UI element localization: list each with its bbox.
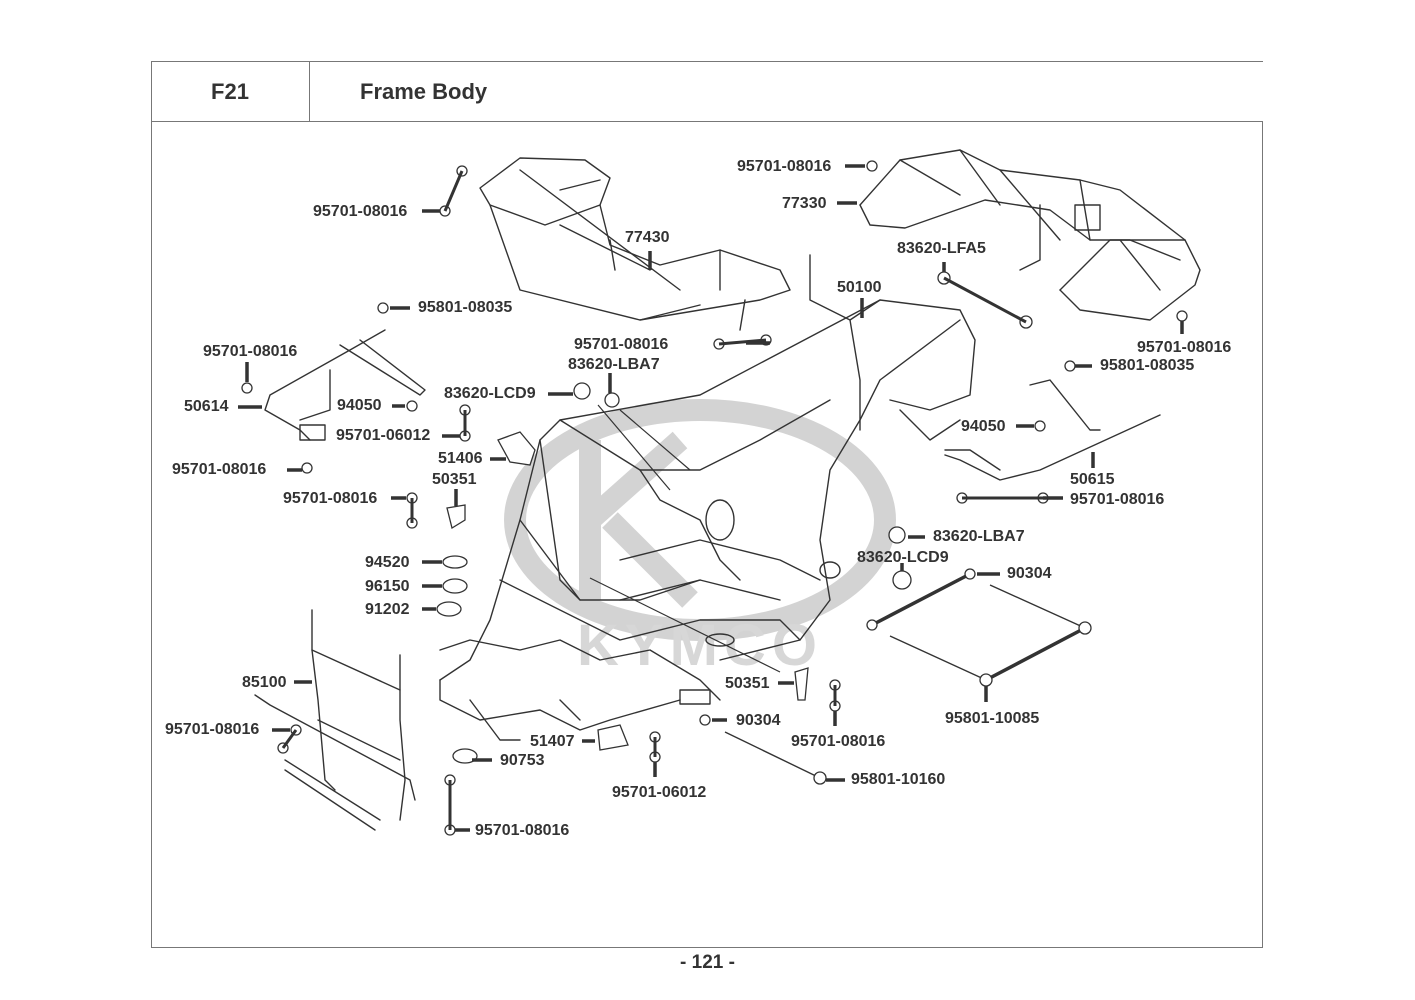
- callout-95701-08016[interactable]: 95701-08016: [283, 490, 378, 507]
- callout-83620-LCD9[interactable]: 83620-LCD9: [857, 549, 949, 566]
- header-table: [151, 61, 1263, 122]
- bracket-50351-right: [794, 667, 809, 701]
- bolt-95701-08016-bottom: [444, 774, 456, 836]
- callout-94050[interactable]: 94050: [961, 418, 1006, 435]
- grommet-94050-right: [1034, 420, 1046, 432]
- callout-83620-LCD9[interactable]: 83620-LCD9: [444, 385, 536, 402]
- circlip-94520: [442, 555, 468, 569]
- right-footrest-50615: [944, 379, 1161, 481]
- bolt-95701-06012-lower: [649, 731, 661, 763]
- grommet-94050-left: [406, 400, 418, 412]
- diagram-frame: [151, 121, 1263, 948]
- bolt-95701-08016-mid-left: [406, 492, 418, 529]
- section-code: F21: [151, 61, 310, 122]
- callout-95701-08016[interactable]: 95701-08016: [791, 733, 886, 750]
- bolt-95801-08035-right: [1064, 360, 1076, 372]
- nut-90304-lower: [699, 714, 711, 726]
- callout-90753[interactable]: 90753: [500, 752, 545, 769]
- callout-83620-LBA7[interactable]: 83620-LBA7: [933, 528, 1025, 545]
- page-title: Frame Body: [360, 78, 488, 104]
- oil-seal-91202: [436, 601, 462, 617]
- cap-83620-LBA7-right: [888, 526, 906, 544]
- nut-90304-and-bolt-95801-10085: [866, 568, 1092, 687]
- callout-77330[interactable]: 77330: [782, 195, 827, 212]
- callout-90304[interactable]: 90304: [1007, 565, 1052, 582]
- callout-95701-06012[interactable]: 95701-06012: [612, 784, 707, 801]
- callout-95701-08016[interactable]: 95701-08016: [165, 721, 260, 738]
- callout-95701-08016[interactable]: 95701-08016: [172, 461, 267, 478]
- callout-95701-08016[interactable]: 95701-08016: [203, 343, 298, 360]
- callout-95801-08035[interactable]: 95801-08035: [418, 299, 513, 316]
- seal-90753: [452, 748, 478, 764]
- callout-95701-08016[interactable]: 95701-08016: [1070, 491, 1165, 508]
- bolt-95701-08016-rear-rack-right: [1176, 310, 1188, 322]
- callout-95801-08035[interactable]: 95801-08035: [1100, 357, 1195, 374]
- callout-85100[interactable]: 85100: [242, 674, 287, 691]
- bolt-95701-06012: [459, 404, 471, 442]
- watermark-logo: [504, 399, 896, 641]
- bolt-95701-08016-front-rack: [439, 165, 468, 217]
- bolt-95801-08035-left: [377, 302, 389, 314]
- callout-50100[interactable]: 50100: [837, 279, 882, 296]
- page-number: - 121 -: [680, 952, 735, 973]
- bolt-95701-08016-lower-right: [829, 679, 841, 712]
- callout-50351[interactable]: 50351: [432, 471, 477, 488]
- bracket-50351-left: [446, 504, 466, 530]
- callout-95801-10085[interactable]: 95801-10085: [945, 710, 1040, 727]
- callout-95701-08016[interactable]: 95701-08016: [475, 822, 570, 839]
- cap-83620-LCD9-right: [892, 570, 912, 590]
- callout-95701-08016[interactable]: 95701-08016: [313, 203, 408, 220]
- callout-51406[interactable]: 51406: [438, 450, 483, 467]
- callout-94520[interactable]: 94520: [365, 554, 410, 571]
- callout-51407[interactable]: 51407: [530, 733, 575, 750]
- callout-95701-06012[interactable]: 95701-06012: [336, 427, 431, 444]
- front-rack-77430: [479, 157, 791, 331]
- cap-83620-LBA7-left: [604, 392, 620, 408]
- left-footrest-50614: [264, 329, 426, 441]
- bracket-51407: [597, 724, 629, 751]
- cable-83620-LFA5: [937, 271, 1033, 329]
- bracket-51406: [497, 431, 536, 466]
- callout-83620-LBA7[interactable]: 83620-LBA7: [568, 356, 660, 373]
- bolt-95701-08016-right-footrest: [956, 492, 1049, 504]
- bolt-95701-08016-rear-rack-top: [866, 160, 878, 172]
- callout-91202[interactable]: 91202: [365, 601, 410, 618]
- main-frame-50100: [439, 254, 976, 741]
- front-guard-85100: [254, 609, 416, 831]
- callout-50615[interactable]: 50615: [1070, 471, 1115, 488]
- callout-94050[interactable]: 94050: [337, 397, 382, 414]
- callout-77430[interactable]: 77430: [625, 229, 670, 246]
- cap-83620-LCD9-left: [573, 382, 591, 400]
- bolt-95801-10160: [724, 731, 827, 785]
- leader-lines: [238, 164, 1184, 832]
- callout-95701-08016[interactable]: 95701-08016: [737, 158, 832, 175]
- bolt-95701-08016-front-guard: [277, 724, 302, 754]
- bearing-96150: [442, 578, 468, 594]
- callout-90304[interactable]: 90304: [736, 712, 781, 729]
- callout-95701-08016[interactable]: 95701-08016: [574, 336, 669, 353]
- callout-50614[interactable]: 50614: [184, 398, 229, 415]
- bolt-95701-08016-footrest-top: [241, 382, 253, 394]
- assembly-arrows: [589, 404, 781, 673]
- watermark-text: KYMCO: [577, 613, 823, 678]
- rear-rack-77330: [859, 149, 1201, 321]
- callout-95701-08016[interactable]: 95701-08016: [1137, 339, 1232, 356]
- callout-50351[interactable]: 50351: [725, 675, 770, 692]
- callout-95801-10160[interactable]: 95801-10160: [851, 771, 946, 788]
- bolt-95701-08016-footrest-bottom: [301, 462, 313, 474]
- callout-83620-LFA5[interactable]: 83620-LFA5: [897, 240, 986, 257]
- callout-96150[interactable]: 96150: [365, 578, 410, 595]
